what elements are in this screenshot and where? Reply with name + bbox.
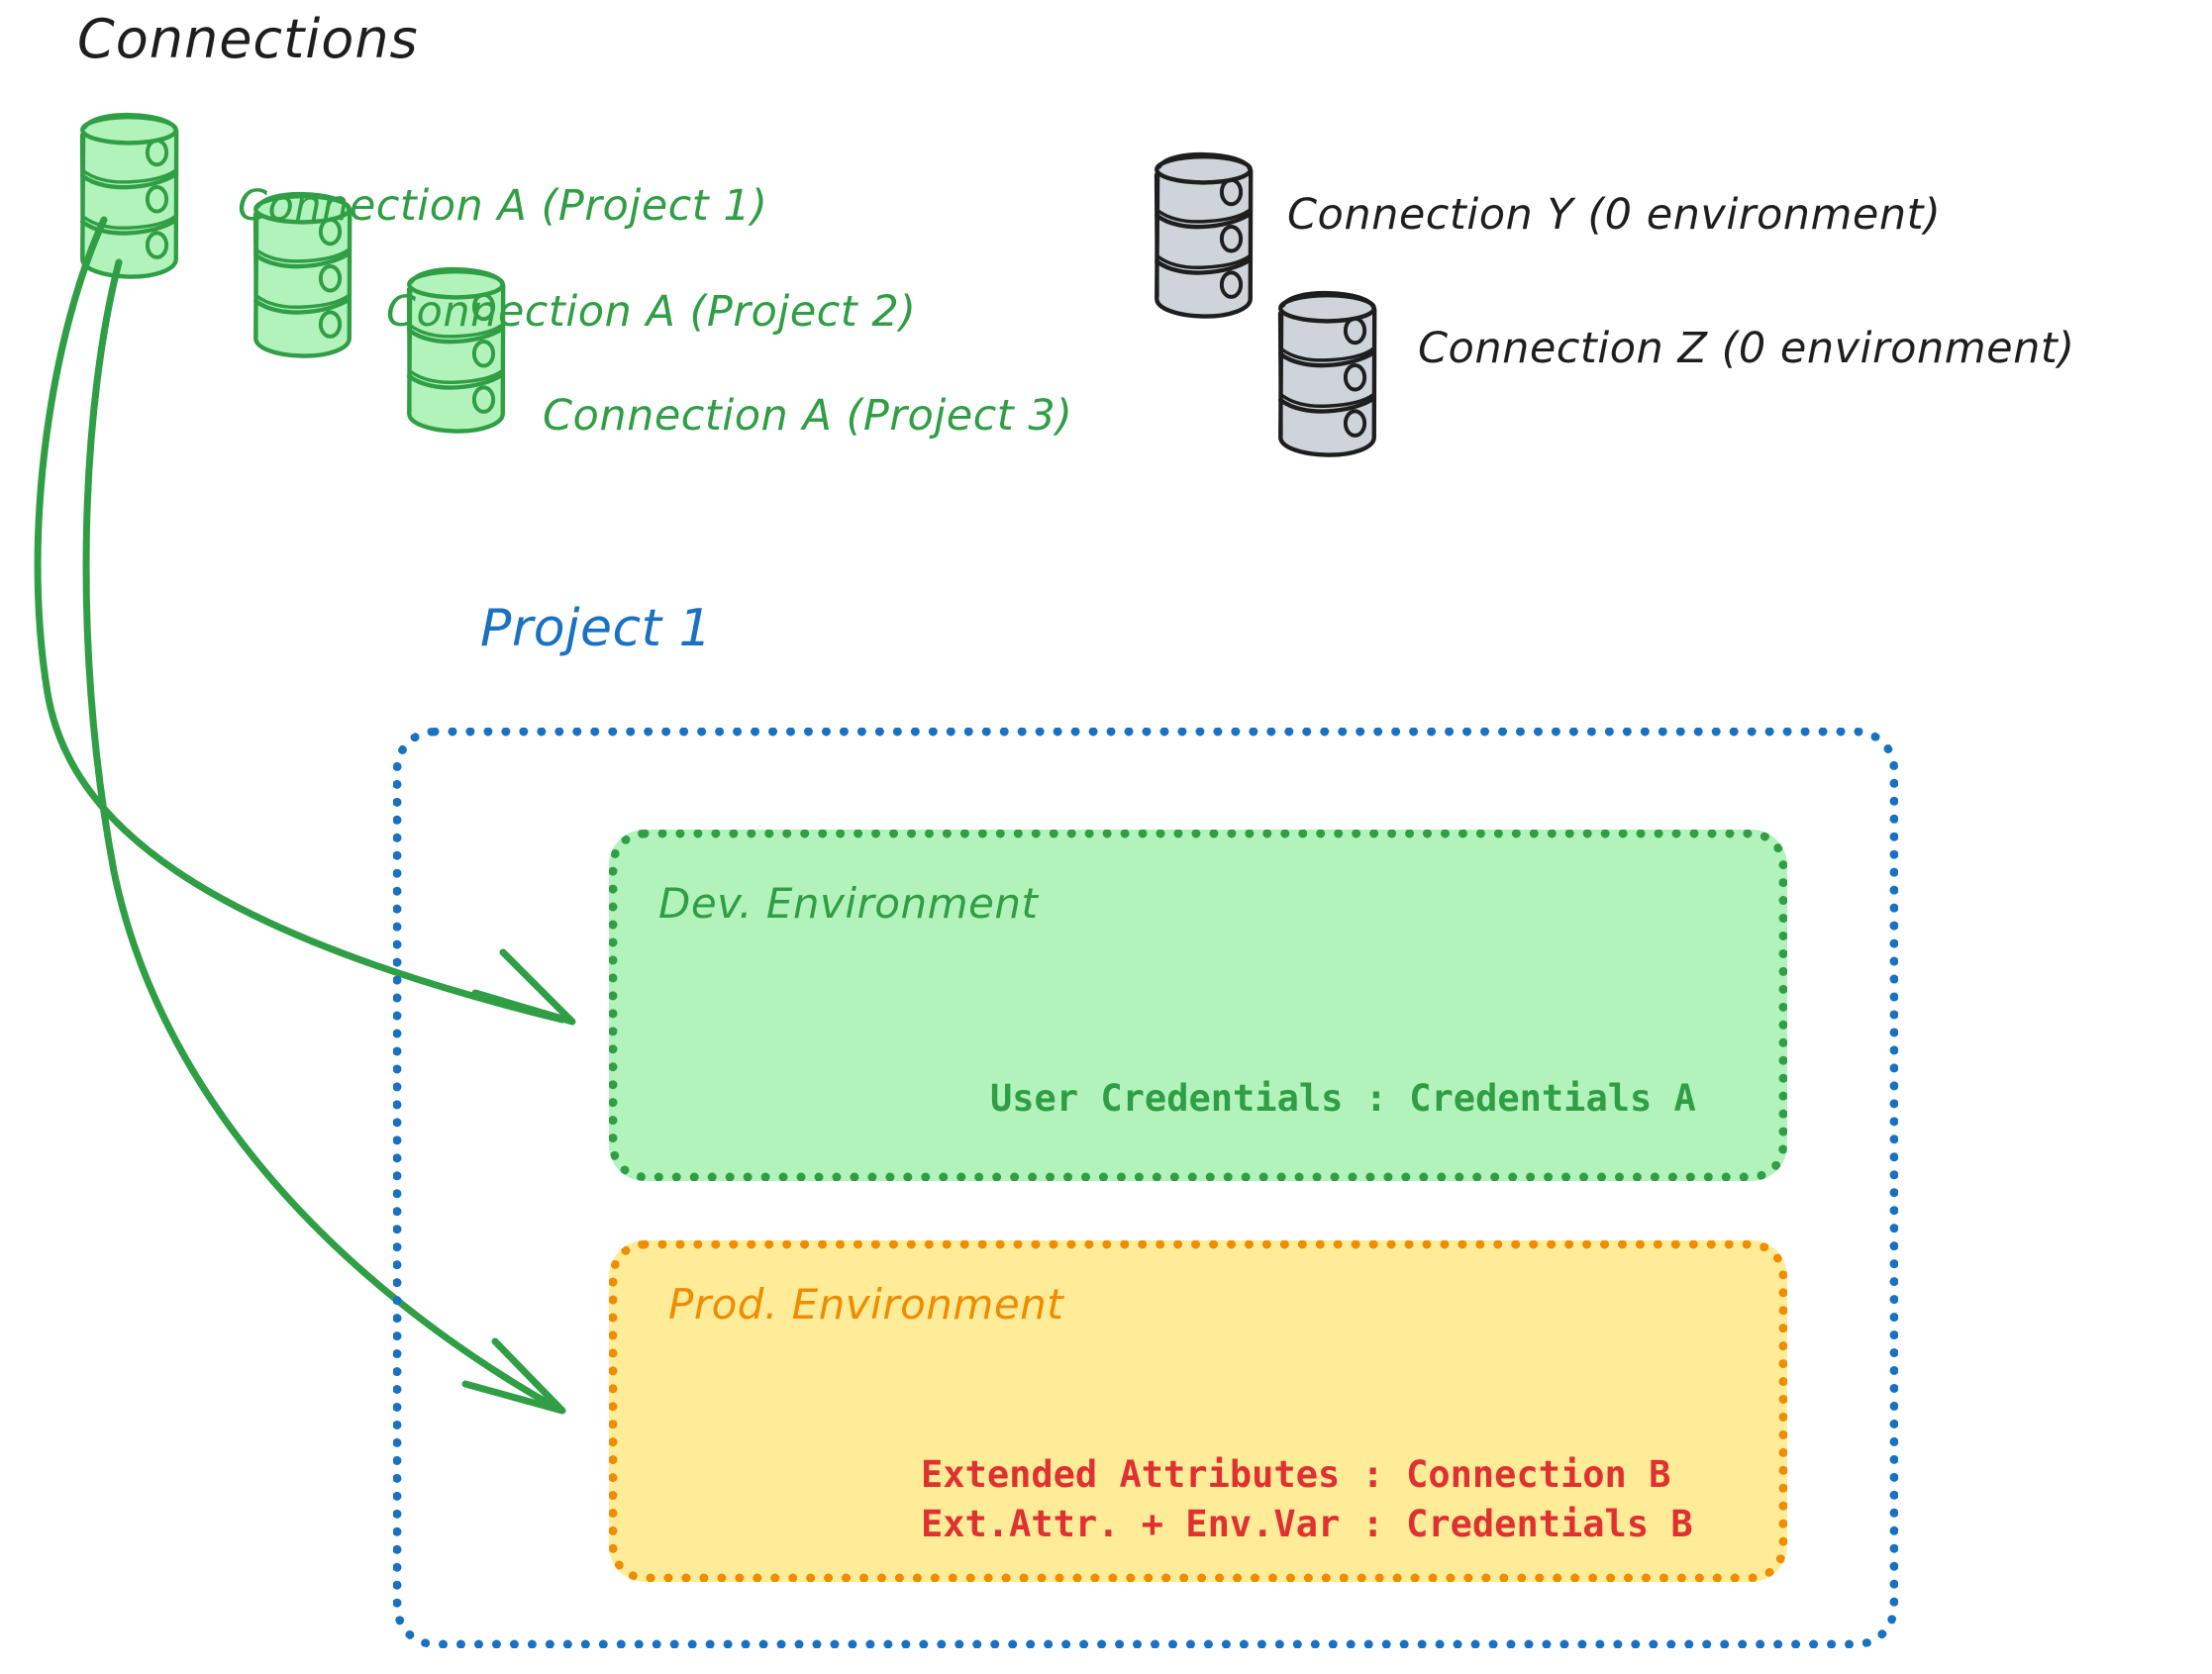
page-title: Connections: [77, 8, 419, 70]
connection-label-conn-y: Connection Y (0 environment): [1287, 190, 1942, 240]
database-icon-conn-y[interactable]: [1156, 153, 1252, 317]
database-icon-conn-a-p1[interactable]: [81, 114, 177, 278]
database-icon-conn-z[interactable]: [1279, 292, 1375, 455]
project-title: Project 1: [480, 599, 713, 658]
prod-environment-box: [609, 1240, 1787, 1582]
project-container-box: [393, 728, 1898, 1648]
dev-environment-box: [609, 830, 1787, 1181]
connection-label-conn-a-p1: Connection A (Project 1): [238, 181, 768, 231]
prod-environment-title: Prod. Environment: [668, 1280, 1064, 1329]
connection-label-conn-a-p2: Connection A (Project 2): [386, 287, 917, 337]
arrow-to-dev-environment: [34, 216, 576, 1026]
arrow-to-prod-environment: [82, 258, 566, 1415]
prod-environment-line-ext-attr-env-var: Ext.Attr. + Env.Var : Credentials B: [921, 1503, 1693, 1545]
connection-label-conn-a-p3: Connection A (Project 3): [543, 391, 1073, 441]
connection-label-conn-z: Connection Z (0 environment): [1418, 324, 2075, 373]
dev-environment-title: Dev. Environment: [658, 879, 1039, 928]
prod-environment-line-extended-attributes: Extended Attributes : Connection B: [921, 1453, 1671, 1496]
dev-environment-line-user-credentials: User Credentials : Credentials A: [990, 1077, 1696, 1120]
